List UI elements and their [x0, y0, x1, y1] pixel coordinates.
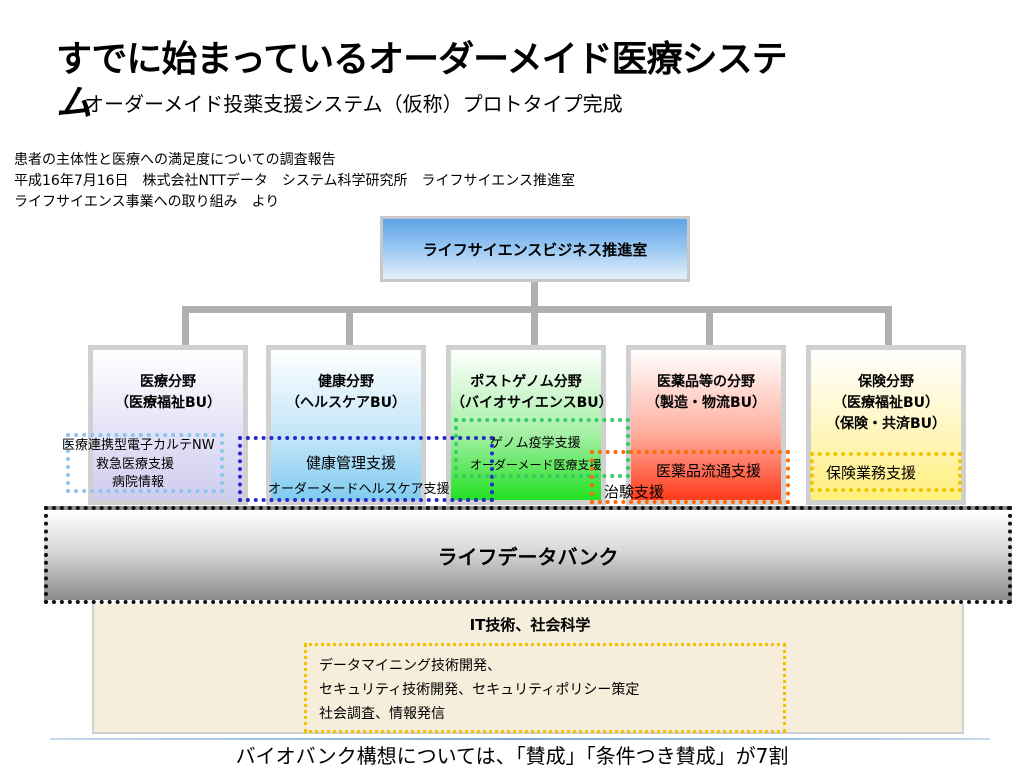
card-title: 健康分野	[318, 374, 374, 390]
footer-divider	[50, 738, 990, 740]
service-hospital-info: 病院情報	[112, 475, 165, 490]
service-genome-epidemiology: ゲノム疫学支援	[490, 436, 581, 451]
health-services-box	[238, 436, 494, 502]
source-line: 患者の主体性と医療への満足度についての調査報告	[14, 152, 336, 168]
life-science-business-office: ライフサイエンスビジネス推進室	[380, 216, 690, 282]
card-subtitle: （製造・物流BU）	[645, 395, 767, 411]
service-emergency-support: 救急医療支援	[96, 457, 175, 472]
service-clinical-trial: 治験支援	[604, 483, 665, 501]
it-item: セキュリティ技術開発、セキュリティポリシー策定	[319, 682, 640, 698]
slide-title-continued: ム	[56, 83, 93, 124]
it-foundation-panel: IT技術、社会科学	[92, 604, 964, 734]
card-post-genome: ポストゲノム分野 （バイオサイエンスBU）	[446, 345, 613, 505]
card-health: 健康分野 （ヘルスケアBU）	[266, 345, 426, 505]
pharma-services-box	[590, 450, 790, 504]
medical-services-box	[66, 433, 224, 493]
service-ordermade-healthcare: オーダーメードヘルスケア支援	[268, 482, 450, 497]
card-subtitle: （医療福祉BU）	[832, 395, 940, 411]
it-foundation-items: データマイニング技術開発、 セキュリティ技術開発、セキュリティポリシー策定 社会…	[304, 643, 786, 733]
it-item: データマイニング技術開発、	[319, 658, 501, 674]
connector-drop	[531, 306, 538, 346]
service-drug-distribution: 医薬品流通支援	[656, 462, 762, 480]
it-foundation-title: IT技術、社会科学	[469, 616, 591, 634]
card-subtitle: （バイオサイエンスBU）	[451, 395, 613, 411]
source-line: 平成16年7月16日 株式会社NTTデータ システム科学研究所 ライフサイエンス…	[14, 173, 576, 189]
connector-drop	[182, 306, 189, 346]
slide-subtitle: オーダーメイド投薬支援システム（仮称）プロトタイプ完成	[84, 92, 623, 116]
slide-caption: バイオバンク構想については、「賛成」「条件つき賛成」が7割	[235, 744, 789, 768]
service-ordermade-medical: オーダーメード医療支援	[470, 458, 602, 472]
connector-drop	[885, 306, 892, 346]
source-citation: 患者の主体性と医療への満足度についての調査報告 平成16年7月16日 株式会社N…	[14, 150, 575, 213]
connector-vertical-main	[531, 282, 538, 308]
card-title: ポストゲノム分野	[470, 374, 582, 390]
source-line: ライフサイエンス事業への取り組み より	[14, 194, 280, 210]
card-subtitle: （保険・共済BU）	[825, 416, 947, 432]
service-medical-ehr-network: 医療連携型電子カルテNW	[62, 438, 215, 453]
connector-drop	[346, 306, 353, 346]
it-item: 社会調査、情報発信	[319, 706, 445, 722]
card-title: 医薬品等の分野	[657, 374, 755, 390]
service-health-management: 健康管理支援	[306, 454, 397, 472]
card-subtitle: （ヘルスケアBU）	[285, 395, 407, 411]
card-title: 医療分野	[140, 374, 196, 390]
card-subtitle: （医療福祉BU）	[114, 395, 222, 411]
genome-services-box	[454, 418, 630, 478]
card-insurance: 保険分野 （医療福祉BU） （保険・共済BU）	[806, 345, 966, 505]
life-data-bank: ライフデータバンク	[44, 506, 1012, 604]
connector-drop	[706, 306, 713, 346]
card-title: 保険分野	[858, 374, 914, 390]
insurance-services-box	[810, 452, 962, 492]
service-insurance-operations: 保険業務支援	[826, 464, 917, 482]
slide-title: すでに始まっているオーダーメイド医療システ	[56, 39, 788, 80]
